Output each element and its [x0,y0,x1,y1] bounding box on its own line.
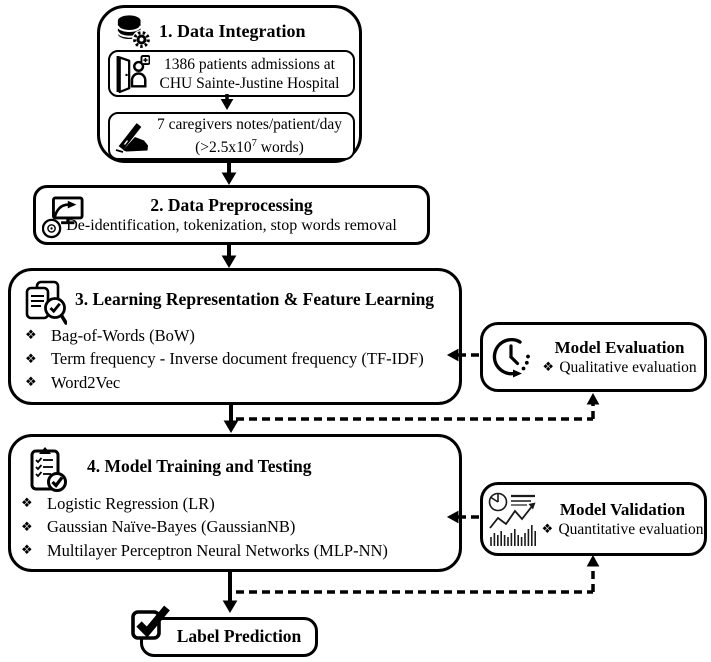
step2-title: 2. Data Preprocessing [150,195,313,215]
model-validation-box: Model Validation ❖Quantitative evaluatio… [480,482,707,556]
diamond-bullet-icon: ❖ [541,522,554,537]
step4-title: 4. Model Training and Testing [87,456,312,476]
step3-list: ❖Bag-of-Words (BoW) ❖Term frequency - In… [25,324,424,395]
history-clock-icon [492,338,530,378]
monitor-disk-transfer-icon [42,196,84,239]
arrow-step1-step2 [221,163,237,185]
step2-subtitle: De-identification, tokenization, stop wo… [66,217,397,234]
notes-box: 7 caregivers notes/patient/day (>2.5x107… [108,112,355,160]
model-evaluation-text: Model Evaluation ❖Qualitative evaluation [535,337,704,377]
notes-line2-suffix: words) [256,139,304,157]
model-evaluation-box: Model Evaluation ❖Qualitative evaluation [480,322,707,392]
notes-text: 7 caregivers notes/patient/day (>2.5x107… [150,115,353,157]
diamond-bullet-icon: ❖ [25,351,37,367]
clipboard-checklist-icon [30,447,67,492]
analytics-charts-icon [488,492,537,546]
model-validation-title: Model Validation [559,500,686,519]
step3-box: 3. Learning Representation & Feature Lea… [8,268,462,405]
notes-line2-superscript: 7 [251,137,257,149]
step4-item-lr: ❖Logistic Regression (LR) [21,493,215,513]
admissions-box: 1386 patients admissions at CHU Sainte-J… [108,50,355,97]
diamond-bullet-icon: ❖ [21,519,33,535]
step4-item-gaussiannb: ❖Gaussian Naïve-Bayes (GaussianNB) [21,517,296,537]
step2-box: 2. Data Preprocessing De-identification,… [33,185,430,245]
diamond-bullet-icon: ❖ [542,360,554,375]
step3-item-bow: ❖Bag-of-Words (BoW) [25,325,195,345]
patient-admission-door-icon [116,54,150,93]
label-prediction-title: Label Prediction [176,626,302,646]
notes-line2-prefix: (>2.5x10 [195,139,252,157]
model-evaluation-title: Model Evaluation [554,338,685,357]
checkbox-check-icon [131,605,170,640]
diamond-bullet-icon: ❖ [21,543,33,559]
step1-title: 1. Data Integration [159,21,306,41]
step1-header: 1. Data Integration [100,8,359,48]
step2-text: 2. Data Preprocessing De-identification,… [36,188,427,236]
model-evaluation-item: ❖Qualitative evaluation [542,359,697,376]
label-prediction-box: Label Prediction [140,617,318,657]
step4-box: 4. Model Training and Testing ❖Logistic … [8,434,462,572]
notes-line2: (>2.5x107 words) [150,134,349,157]
admissions-text: 1386 patients admissions at CHU Sainte-J… [150,55,353,93]
admissions-line1: 1386 patients admissions at [164,55,335,73]
writing-hand-icon [115,123,148,153]
arrow-step2-step3 [221,245,237,268]
step3-title: 3. Learning Representation & Feature Lea… [75,289,435,309]
step3-item-word2vec: ❖Word2Vec [25,372,121,392]
admissions-line2: CHU Sainte-Justine Hospital [159,74,340,92]
arrow-step4-prediction [222,572,238,613]
step4-item-mlpnn: ❖Multilayer Perceptron Neural Networks (… [21,540,388,560]
arrow-step3-step4 [223,405,239,433]
step1-box: 1. Data Integration 1386 patients admiss… [97,5,362,163]
step3-item-tfidf: ❖Term frequency - Inverse document frequ… [25,349,424,369]
model-validation-item: ❖Quantitative evaluation [541,521,704,538]
database-gear-icon [116,15,150,48]
diamond-bullet-icon: ❖ [21,496,33,512]
documents-check-magnifier-icon [25,280,67,325]
diamond-bullet-icon: ❖ [25,375,37,391]
notes-line1: 7 caregivers notes/patient/day [156,115,343,133]
diamond-bullet-icon: ❖ [25,328,37,344]
model-validation-text: Model Validation ❖Quantitative evaluatio… [541,499,704,539]
step4-list: ❖Logistic Regression (LR) ❖Gaussian Naïv… [21,492,388,563]
